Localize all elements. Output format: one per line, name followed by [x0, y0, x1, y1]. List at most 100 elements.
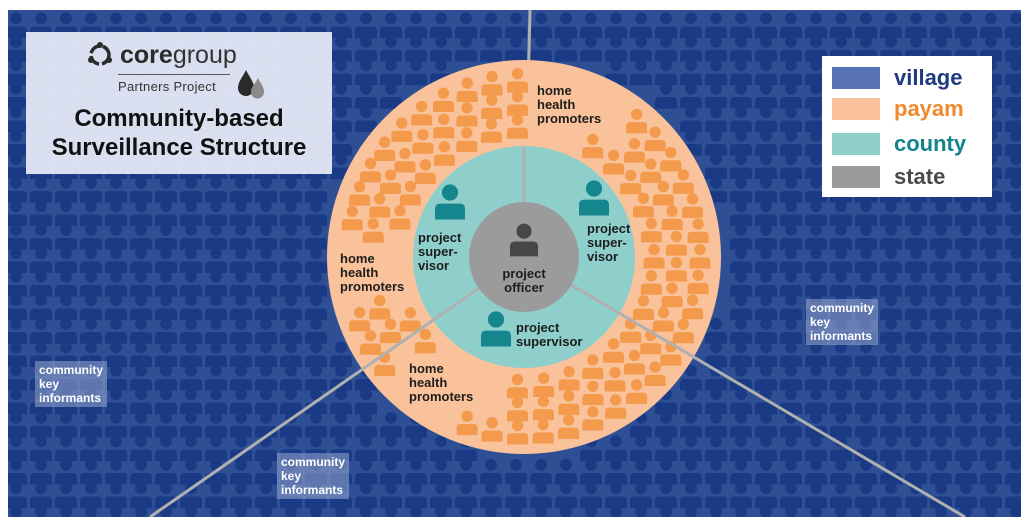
village-person-icon — [435, 505, 447, 517]
village-person-icon — [905, 270, 927, 297]
village-person-icon — [230, 247, 252, 274]
village-person-icon — [935, 505, 947, 517]
village-person-icon — [405, 35, 427, 62]
payam-person-icon — [480, 118, 502, 143]
village-person-icon — [130, 388, 152, 415]
village-person-icon — [730, 153, 752, 180]
village-person-icon — [630, 12, 652, 39]
village-person-icon — [8, 270, 27, 297]
village-person-icon — [655, 482, 677, 509]
village-person-icon — [980, 294, 1002, 321]
village-person-icon — [730, 59, 752, 86]
village-person-icon — [180, 388, 202, 415]
village-person-icon — [8, 35, 27, 62]
village-person-icon — [330, 59, 352, 86]
village-person-icon — [780, 247, 802, 274]
payam-person-icon — [507, 68, 529, 93]
village-person-icon — [580, 458, 602, 485]
village-person-icon — [755, 106, 777, 133]
village-person-icon — [955, 247, 977, 274]
village-person-icon — [8, 223, 27, 250]
payam-person-icon — [362, 218, 384, 243]
village-person-icon — [105, 435, 127, 462]
village-person-icon — [305, 317, 327, 344]
village-person-icon — [155, 176, 177, 203]
village-person-icon — [880, 411, 902, 438]
village-person-icon — [755, 35, 777, 62]
village-person-icon — [30, 223, 52, 250]
village-person-icon — [880, 294, 902, 321]
village-person-icon — [130, 294, 152, 321]
payam-person-icon — [394, 147, 416, 173]
village-person-icon — [955, 341, 977, 368]
payam-person-icon — [582, 354, 604, 379]
village-person-icon — [985, 505, 997, 517]
payam-person-icon — [433, 113, 455, 139]
village-person-icon — [355, 435, 377, 462]
village-person-icon — [760, 505, 772, 517]
village-person-icon — [580, 35, 602, 62]
village-person-icon — [1005, 435, 1021, 462]
village-person-icon — [230, 317, 252, 344]
village-person-icon — [380, 482, 402, 509]
village-person-icon — [380, 59, 402, 86]
village-person-icon — [705, 153, 727, 180]
village-person-icon — [980, 223, 1002, 250]
legend-item-county: county — [832, 131, 967, 156]
village-person-icon — [305, 411, 327, 438]
payam-person-icon — [558, 414, 580, 439]
payam-person-icon — [532, 395, 554, 421]
village-person-icon — [30, 176, 52, 203]
village-person-icon — [130, 435, 152, 462]
village-person-icon — [230, 270, 252, 297]
village-person-icon — [8, 12, 27, 39]
village-person-icon — [880, 388, 902, 415]
payam-person-icon — [360, 330, 382, 355]
payam-person-icon — [481, 94, 503, 119]
village-person-icon — [705, 35, 727, 62]
village-person-icon — [630, 482, 652, 509]
village-person-icon — [755, 153, 777, 180]
village-person-icon — [355, 82, 377, 109]
village-person-icon — [855, 247, 877, 274]
village-person-icon — [180, 223, 202, 250]
payam-person-icon — [349, 181, 371, 206]
payam-person-icon — [412, 129, 434, 154]
village-person-icon — [480, 482, 502, 509]
payam-person-icon — [391, 117, 413, 142]
community-key-informants-label-bottom: community key informants — [277, 453, 350, 499]
village-person-icon — [810, 505, 822, 517]
village-person-icon — [605, 59, 627, 86]
village-person-icon — [430, 482, 452, 509]
village-person-icon — [130, 270, 152, 297]
village-person-icon — [680, 411, 702, 438]
village-person-icon — [305, 294, 327, 321]
village-person-icon — [830, 458, 852, 485]
village-person-icon — [955, 388, 977, 415]
village-person-icon — [980, 458, 1002, 485]
village-person-icon — [755, 411, 777, 438]
village-person-icon — [305, 341, 327, 368]
village-person-icon — [180, 200, 202, 227]
village-person-icon — [8, 129, 27, 156]
village-person-icon — [155, 458, 177, 485]
village-person-icon — [480, 35, 502, 62]
village-person-icon — [180, 270, 202, 297]
village-person-icon — [755, 294, 777, 321]
village-person-icon — [885, 505, 897, 517]
village-person-icon — [255, 176, 277, 203]
village-person-icon — [255, 458, 277, 485]
coregroup-logo-icon — [88, 42, 112, 66]
village-person-icon — [605, 435, 627, 462]
village-person-icon — [705, 388, 727, 415]
village-person-icon — [205, 200, 227, 227]
village-person-icon — [335, 505, 347, 517]
payam-person-icon — [349, 306, 371, 332]
village-person-icon — [85, 505, 97, 517]
village-person-icon — [30, 411, 52, 438]
village-person-icon — [1005, 106, 1021, 133]
village-person-icon — [905, 388, 927, 415]
legend-label: county — [894, 131, 967, 156]
village-person-icon — [755, 482, 777, 509]
payam-person-icon — [507, 396, 529, 422]
